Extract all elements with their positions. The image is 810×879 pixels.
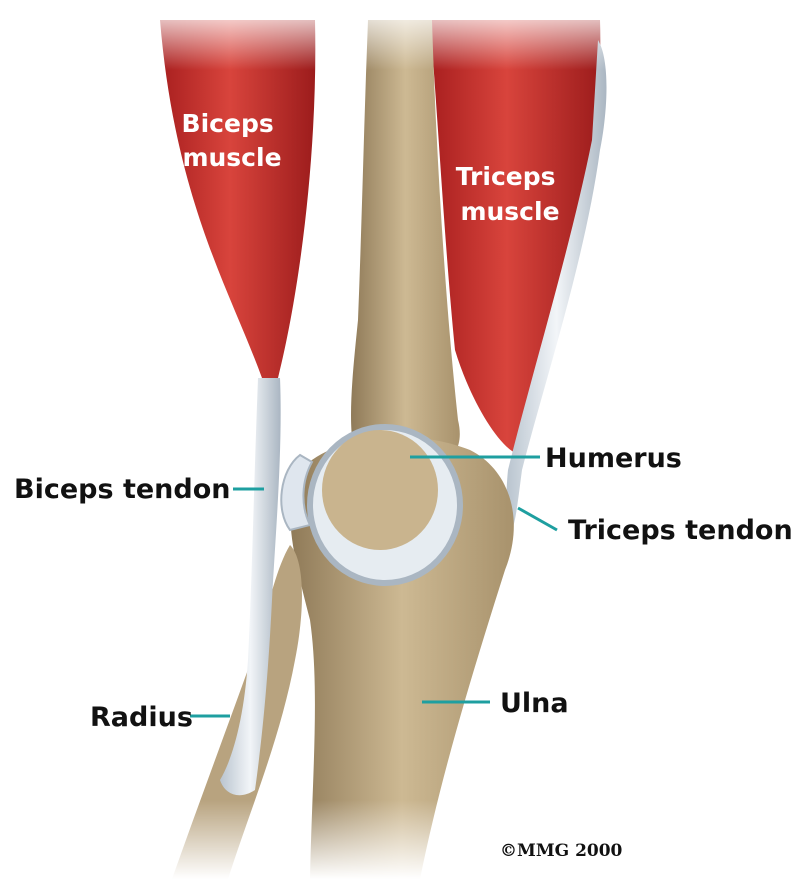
- triceps-tendon-label: Triceps tendon: [568, 515, 793, 546]
- biceps-muscle-label-line1: Biceps: [182, 109, 274, 138]
- biceps-tendon-label: Biceps tendon: [14, 474, 231, 505]
- copyright-notice: ©MMG 2000: [500, 841, 623, 861]
- ulna-label: Ulna: [500, 688, 569, 719]
- radius-label: Radius: [90, 702, 193, 733]
- triceps-muscle-label-line1: Triceps: [456, 162, 556, 191]
- humerus-condyle: [322, 430, 438, 550]
- biceps-muscle-label-line2: muscle: [182, 143, 281, 172]
- triceps-tendon-leader: [518, 508, 557, 530]
- biceps-muscle-shape: [160, 20, 315, 378]
- triceps-muscle-label-line2: muscle: [460, 197, 559, 226]
- humerus-label: Humerus: [545, 443, 682, 474]
